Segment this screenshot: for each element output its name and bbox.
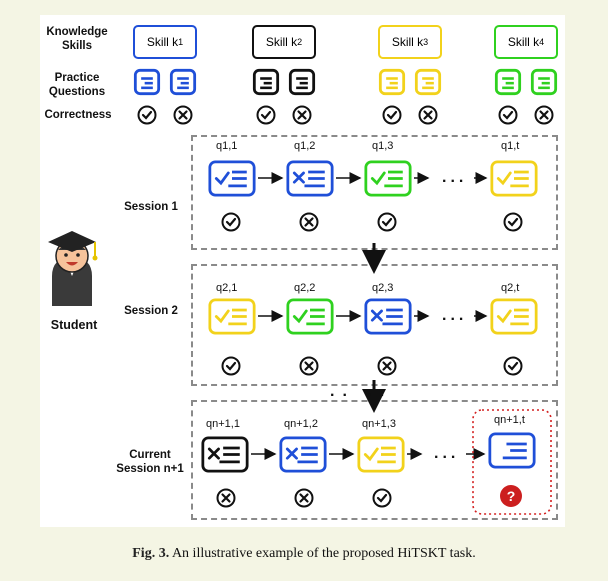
cross-icon [173,105,193,125]
svg-text:...: ... [442,307,467,324]
check-icon [221,212,241,232]
cross-icon [292,105,312,125]
practice-question-icons [133,68,558,96]
cross-icon [299,356,319,376]
skill-k3-label: Skill k [391,35,424,49]
session-1-questions: ... [208,160,538,232]
question-label-qn1: qn+1,1 [206,418,240,430]
check-icon [382,105,402,125]
cross-icon [534,105,554,125]
unknown-mark: ? [507,488,516,504]
svg-text:...: ... [442,169,467,186]
question-icon-k4-b [530,68,558,96]
question-icon-k4-a [494,68,522,96]
skill-k4-label: Skill k [507,35,540,49]
question-card-q23 [364,298,412,335]
question-icon-k2-a [252,68,280,96]
question-label-qn2: qn+1,2 [284,418,318,430]
question-label-q21: q2,1 [216,282,238,294]
svg-text:...: ... [434,445,459,462]
question-card-q12 [286,160,334,197]
check-icon [503,356,523,376]
session-current-questions: ... ? [201,409,552,515]
check-icon [498,105,518,125]
correctness-icons [137,105,554,125]
question-icon-k3-a [378,68,406,96]
caption-text: An illustrative example of the proposed … [171,546,476,561]
question-card-q13 [364,160,412,197]
question-card-qnt [488,432,536,469]
cross-icon [294,488,314,508]
session-current-label: Current Session n+1 [116,449,184,475]
question-label-q2t: q2,t [501,282,520,294]
check-icon [221,356,241,376]
question-mark-icon [500,485,522,507]
check-icon [377,212,397,232]
cross-icon [216,488,236,508]
question-label-q13: q1,3 [372,140,394,152]
question-label-q1t: q1,t [501,140,520,152]
knowledge-skills-label: Knowledge Skills [46,26,108,52]
question-card-q21 [208,298,256,335]
question-label-qn3: qn+1,3 [362,418,396,430]
check-icon [137,105,157,125]
student-label: Student [50,318,98,332]
session-2-label: Session 2 [124,305,178,317]
question-card-q2t [490,298,538,335]
question-icon-k2-b [288,68,316,96]
question-card-qn1 [201,436,249,473]
skill-k1-label: Skill k [146,35,179,49]
prediction-target-box [472,409,552,515]
question-label-q11: q1,1 [216,140,238,152]
question-icon-k1-b [169,68,197,96]
caption-prefix: Fig. 3. [132,546,170,561]
cross-icon [418,105,438,125]
question-label-qnt: qn+1,t [494,414,525,426]
question-card-q22 [286,298,334,335]
check-icon [503,212,523,232]
question-label-q12: q1,2 [294,140,316,152]
correctness-label: Correctness [44,109,112,121]
question-label-q22: q2,2 [294,282,316,294]
session-2-questions: ... [208,298,538,376]
question-card-qn2 [279,436,327,473]
question-card-q1t [490,160,538,197]
cross-icon [299,212,319,232]
check-icon [372,488,392,508]
question-label-q23: q2,3 [372,282,394,294]
question-icon-k3-b [414,68,442,96]
skill-k2-label: Skill k [265,35,298,49]
figure-caption: Fig. 3. An illustrative example of the p… [0,546,608,562]
svg-text:.. ..: .. .. [330,383,392,400]
check-icon [256,105,276,125]
question-card-qn3 [357,436,405,473]
practice-questions-label: Practice Questions [48,72,106,98]
session-1-label: Session 1 [124,201,178,213]
question-icon-k1-a [133,68,161,96]
student-avatar-icon [48,231,98,306]
question-card-q11 [208,160,256,197]
cross-icon [377,356,397,376]
